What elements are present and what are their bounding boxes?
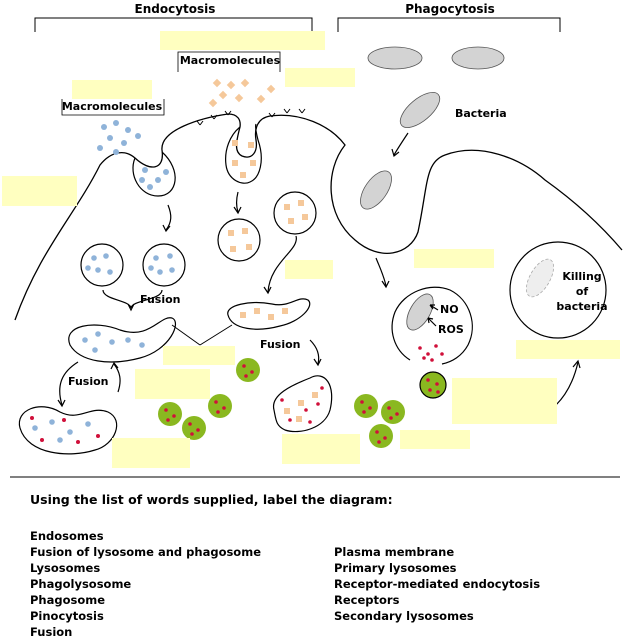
secondary-lysosome-mid-contents [280, 386, 324, 424]
fusion-bracket-mid [267, 235, 297, 293]
blank-label-box[interactable] [72, 80, 152, 99]
macromolecules-left-label: Macromolecules [62, 100, 163, 113]
word-item: Lysosomes [30, 561, 101, 575]
blank-label-box[interactable] [452, 378, 557, 424]
word-item: Pinocytosis [30, 609, 104, 623]
instructions-text: Using the list of words supplied, label … [30, 492, 393, 507]
pinocytic-pocket [132, 151, 176, 197]
word-item: Phagosome [30, 593, 106, 607]
killing-label-3: bacteria [556, 300, 607, 313]
blank-label-box[interactable] [285, 68, 355, 87]
fusion-label-left: Fusion [140, 293, 181, 306]
blank-label-box[interactable] [400, 430, 470, 449]
primary-lysosomes-right [354, 394, 405, 448]
fused-receptor-contents [240, 308, 288, 320]
word-item: Fusion of lysosome and phagosome [30, 545, 261, 559]
killing-vesicle [509, 241, 607, 339]
word-item: Primary lysosomes [334, 561, 457, 575]
pit-ligands [232, 140, 256, 178]
fusing-lysosome [419, 371, 447, 399]
blank-label-box[interactable] [135, 369, 210, 399]
blank-label-boxes [2, 31, 620, 468]
word-item: Phagolysosome [30, 577, 132, 591]
receptors [196, 108, 306, 126]
receptor-ligands [208, 78, 276, 108]
fusion-label-mid: Fusion [260, 338, 301, 351]
phagocytosis-heading: Phagocytosis [405, 2, 495, 16]
blank-label-box[interactable] [414, 249, 494, 268]
endocytosis-heading: Endocytosis [135, 2, 216, 16]
word-item: Receptors [334, 593, 400, 607]
bacteria-label: Bacteria [455, 107, 507, 120]
word-item: Fusion [30, 625, 73, 639]
primary-lysosomes-mid [158, 358, 260, 440]
blank-label-box[interactable] [112, 438, 190, 468]
word-item: Secondary lysosomes [334, 609, 474, 623]
phagocytosis-bracket [337, 17, 561, 32]
macromolecules-top-label: Macromolecules [180, 54, 281, 67]
fusion-bracket-left [102, 289, 163, 309]
blank-label-box[interactable] [282, 434, 360, 464]
blank-label-box[interactable] [163, 346, 235, 365]
word-list-column-2: Plasma membrane Primary lysosomes Recept… [334, 544, 540, 624]
fusion-label-bottom: Fusion [68, 375, 109, 388]
macromolecule-dots [97, 120, 169, 190]
blank-label-box[interactable] [516, 340, 620, 359]
ros-label: ROS [438, 323, 464, 336]
fused-endosome-contents [82, 331, 145, 353]
coated-pit-vesicle [225, 123, 262, 184]
receptor-vesicles [217, 191, 317, 262]
bacteria [360, 46, 505, 210]
killing-label-2: of [576, 285, 589, 298]
word-item: Plasma membrane [334, 545, 455, 559]
engulfed-bacterium [406, 293, 434, 331]
blank-label-box[interactable] [2, 176, 77, 206]
secondary-lysosome-left-contents [30, 416, 100, 444]
no-label: NO [440, 303, 459, 316]
word-item: Endosomes [30, 529, 104, 543]
word-list-column-1: Endosomes Fusion of lysosome and phagoso… [30, 528, 261, 640]
blank-label-box[interactable] [285, 260, 333, 279]
blank-label-box[interactable] [160, 31, 325, 50]
killing-label-1: Killing [562, 270, 601, 283]
cell-diagram: Endocytosis Phagocytosis Fusion [2, 2, 623, 478]
lysosome-granules [418, 344, 444, 362]
endosome-vesicles [80, 243, 186, 287]
dead-bacterium [525, 258, 555, 298]
arrow-pocket-to-vesicle [165, 204, 172, 231]
arrow-fusion-left [59, 361, 79, 406]
word-item: Receptor-mediated endocytosis [334, 577, 541, 591]
endocytosis-bracket [34, 17, 313, 32]
